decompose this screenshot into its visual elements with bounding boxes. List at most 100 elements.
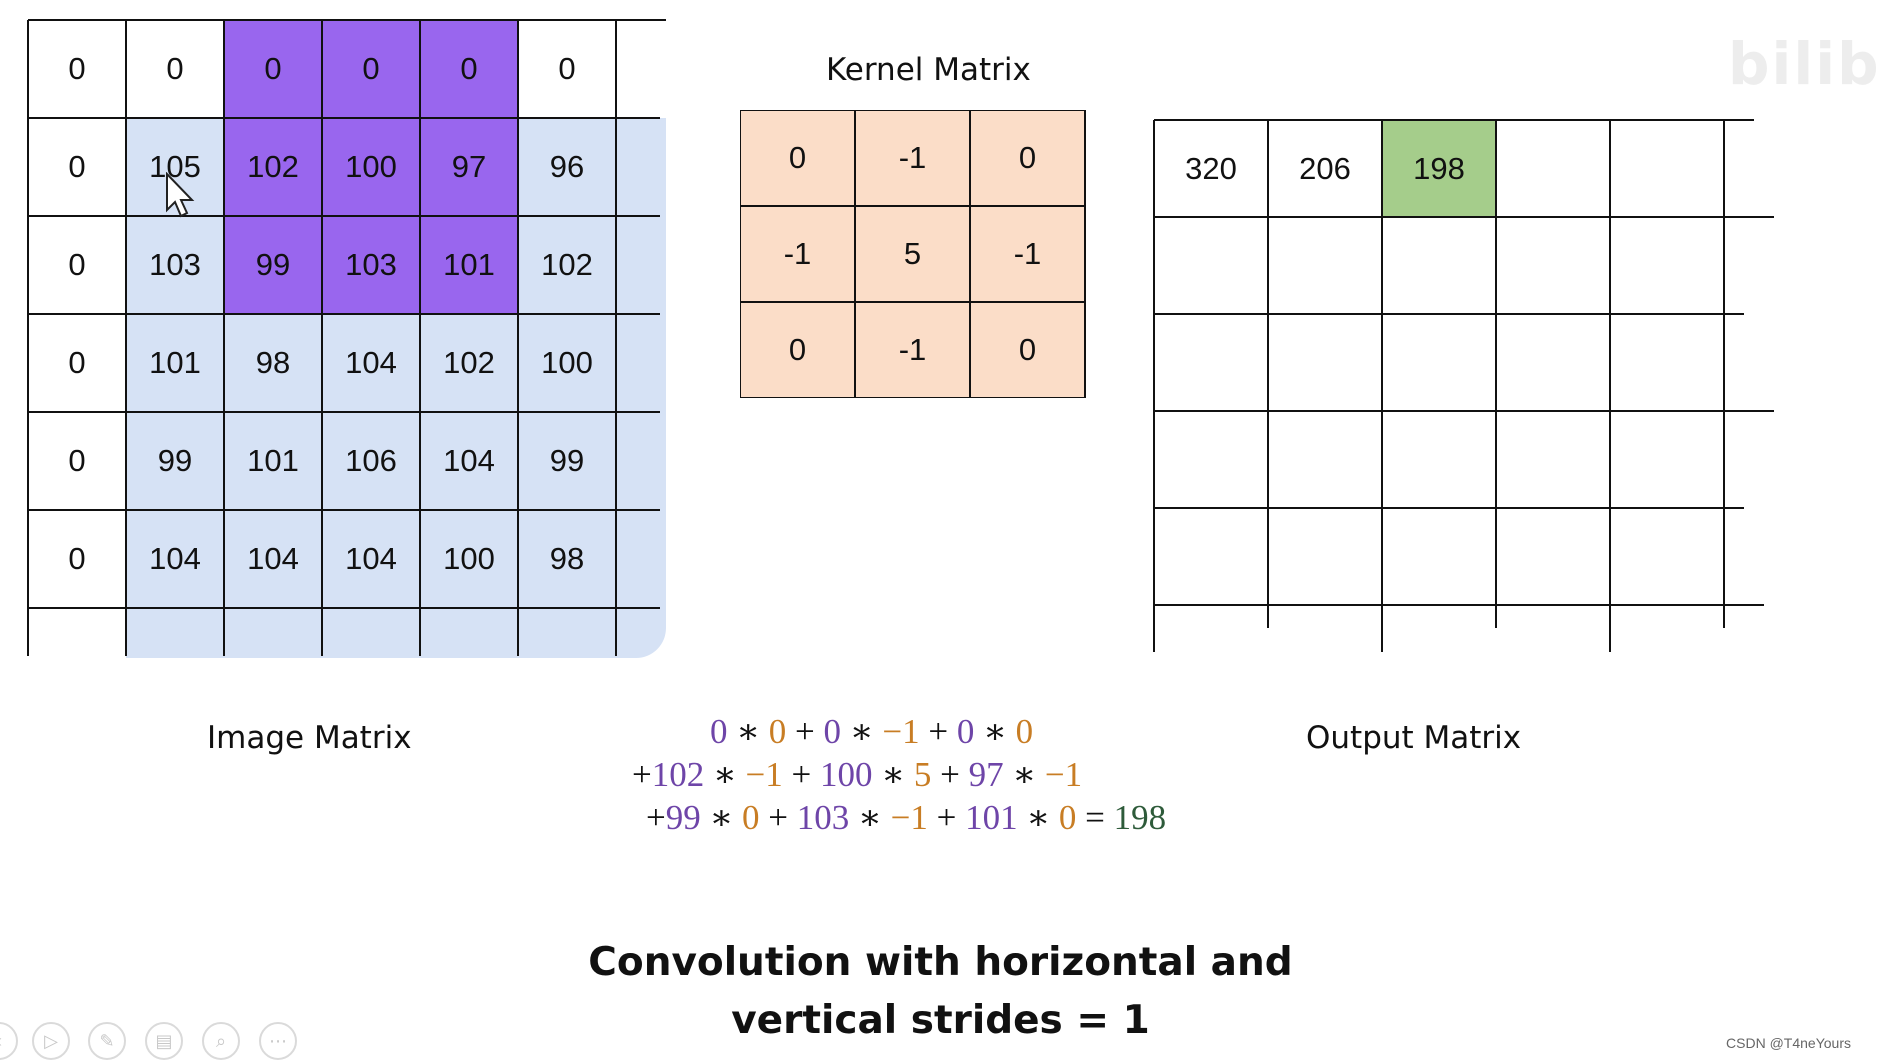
formula-term: ∗ (841, 712, 883, 751)
image-cell: 97 (420, 118, 518, 216)
formula-term: 0 (823, 712, 842, 751)
image-cell: 104 (149, 541, 201, 576)
formula-term: −1 (745, 755, 783, 794)
image-cell: 101 (420, 216, 518, 314)
image-matrix-label: Image Matrix (207, 720, 412, 756)
image-cell: 103 (149, 247, 201, 282)
formula-term: + (786, 712, 824, 751)
formula-term: + (782, 755, 821, 794)
image-cell: 99 (157, 443, 193, 478)
formula-term: 0 (1015, 712, 1034, 751)
formula-term: + (759, 798, 797, 837)
formula-term: 198 (1113, 798, 1167, 837)
formula-line-3: +99 ∗ 0 + 103 ∗ −1 + 101 ∗ 0 = 198 (646, 798, 1166, 838)
formula-term: ∗ (704, 755, 746, 794)
formula-term: 102 (651, 755, 705, 794)
image-cell: 102 (541, 247, 593, 282)
image-cell: 0 (28, 510, 126, 608)
image-cell: 101 (149, 345, 201, 380)
formula-line-1: 0 ∗ 0 + 0 ∗ −1 + 0 ∗ 0 (710, 712, 1033, 752)
formula-term: 103 (796, 798, 850, 837)
formula-term: 5 (913, 755, 932, 794)
mouse-cursor-icon (166, 172, 195, 218)
formula-term: ∗ (1003, 755, 1045, 794)
formula-term: + (927, 798, 966, 837)
bilibili-logo: bilibili (1728, 30, 1881, 98)
more-icon[interactable]: ⋯ (259, 1022, 297, 1060)
image-cell: 104 (345, 541, 397, 576)
image-cell: 0 (28, 216, 126, 314)
formula-term: 0 (710, 712, 728, 751)
csdn-watermark: CSDN @T4neYours (1726, 1035, 1851, 1051)
image-cell: 100 (322, 118, 420, 216)
zoom-icon[interactable]: ⌕ (202, 1022, 240, 1060)
image-cell: 0 (28, 118, 126, 216)
formula-term: + (646, 798, 666, 837)
formula-term: 0 (768, 712, 787, 751)
kernel-cell: -1 (855, 110, 970, 206)
image-cell: 99 (549, 443, 585, 478)
image-cell: 104 (443, 443, 495, 478)
kernel-cell: -1 (970, 206, 1085, 302)
image-cell: 100 (443, 541, 495, 576)
formula-term: −1 (882, 712, 920, 751)
play-icon[interactable]: ▷ (32, 1022, 70, 1060)
image-cell: 104 (247, 541, 299, 576)
image-cell: 102 (224, 118, 322, 216)
image-cell: 96 (549, 149, 585, 184)
image-cell: 0 (126, 20, 224, 118)
kernel-matrix-label: Kernel Matrix (826, 52, 1031, 88)
image-cell: 98 (255, 345, 291, 380)
kernel-matrix-lines (740, 110, 1086, 398)
output-cell: 320 (1185, 150, 1237, 186)
slide-title-line-1: Convolution with horizontal and (588, 940, 1293, 985)
pen-icon[interactable]: ✎ (88, 1022, 126, 1060)
formula-term: 0 (956, 712, 975, 751)
slide-title-line-2: vertical strides = 1 (731, 998, 1150, 1043)
output-cell: 198 (1382, 120, 1496, 217)
formula-term: 0 (742, 798, 760, 837)
kernel-cell: 5 (855, 206, 970, 302)
image-cell: 0 (28, 20, 126, 118)
formula-term: ∗ (974, 712, 1016, 751)
kernel-cell: 0 (970, 110, 1085, 206)
kernel-cell: 0 (740, 110, 855, 206)
image-cell: 0 (224, 20, 322, 118)
formula-term: 99 (665, 798, 701, 837)
formula-term: ∗ (872, 755, 914, 794)
kernel-cell: -1 (740, 206, 855, 302)
image-cell: 102 (443, 345, 495, 380)
back-icon[interactable]: ‹ (0, 1022, 18, 1060)
image-cell: 98 (549, 541, 585, 576)
formula-term: 0 (1058, 798, 1077, 837)
image-cell: 99 (224, 216, 322, 314)
presentation-toolbar: ‹ ▷ ✎ ▤ ⌕ ⋯ (0, 1022, 320, 1062)
image-cell: 104 (345, 345, 397, 380)
formula-term: −1 (1044, 755, 1083, 794)
formula-term: ∗ (700, 798, 743, 837)
image-cell: 101 (247, 443, 299, 478)
kernel-cell: -1 (855, 302, 970, 398)
formula-term: 100 (820, 755, 873, 794)
formula-term: ∗ (1017, 798, 1059, 837)
kernel-cell: 0 (740, 302, 855, 398)
formula-term: + (931, 755, 969, 794)
output-cell: 206 (1299, 150, 1351, 186)
formula-term: = (1076, 798, 1114, 837)
formula-line-2: +102 ∗ −1 + 100 ∗ 5 + 97 ∗ −1 (632, 755, 1082, 795)
formula-term: + (632, 755, 652, 794)
output-matrix-lines (1153, 119, 1774, 652)
output-matrix: 320 206 198 (1153, 119, 1794, 660)
formula-term: 97 (968, 755, 1004, 794)
kernel-cell: 0 (970, 302, 1085, 398)
formula-term: ∗ (727, 712, 769, 751)
image-cell: 0 (518, 20, 616, 118)
image-cell: 0 (28, 412, 126, 510)
image-cell: 100 (541, 345, 593, 380)
slides-icon[interactable]: ▤ (145, 1022, 183, 1060)
output-matrix-label: Output Matrix (1306, 720, 1522, 756)
image-cell: 0 (28, 314, 126, 412)
image-matrix-lines (27, 19, 666, 656)
